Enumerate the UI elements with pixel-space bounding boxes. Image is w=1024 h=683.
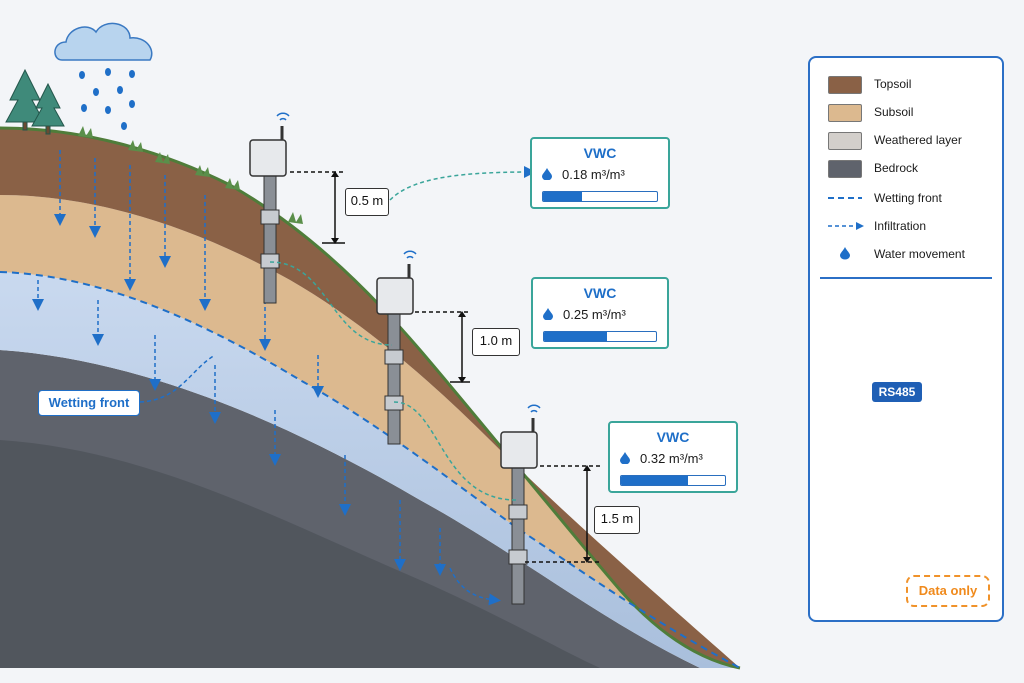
subsoil-layer	[0, 195, 740, 668]
rs485-label: RS485	[872, 382, 922, 402]
vwc-progress-fill	[543, 192, 582, 201]
infiltration-arrows	[32, 150, 501, 606]
shrubs-icon	[78, 126, 303, 224]
depth-label-2: 1.0 m	[472, 328, 520, 356]
legend-label: Water movement	[874, 247, 965, 261]
legend-label: Topsoil	[874, 77, 912, 91]
depth-markers	[290, 171, 600, 563]
bedrock-swatch	[828, 160, 862, 178]
vwc-title: VWC	[583, 145, 617, 161]
vwc-value: 0.32 m³/m³	[640, 451, 703, 466]
vwc-card-2: VWC 0.25 m³/m³	[531, 277, 669, 349]
legend-item-weathered: Weathered layer	[828, 130, 998, 150]
legend-label: Weathered layer	[874, 133, 962, 147]
trees-icon	[5, 68, 65, 135]
legend-item-subsoil: Subsoil	[828, 102, 998, 122]
sensor-probe-3	[500, 404, 541, 605]
legend-item-infiltration: Infiltration	[828, 216, 998, 236]
rain-cloud-icon	[54, 22, 153, 130]
sensor-probe-2	[376, 250, 417, 445]
vwc-title: VWC	[583, 285, 617, 301]
dashed-line-icon	[828, 197, 862, 199]
topsoil-swatch	[828, 76, 862, 94]
vwc-progress-fill	[544, 332, 607, 341]
legend-label: Subsoil	[874, 105, 914, 119]
water-drop-icon	[542, 168, 552, 180]
vwc-value: 0.25 m³/m³	[563, 307, 626, 322]
legend-label: Wetting front	[874, 191, 942, 205]
dashed-arrow-icon	[828, 222, 864, 230]
vwc-progress-bar	[620, 475, 726, 486]
data-only-label: Data only	[906, 575, 990, 607]
bedrock-lower	[0, 440, 600, 668]
legend-item-water-movement: Water movement	[828, 244, 998, 264]
legend-item-wetting-front: Wetting front	[828, 188, 998, 208]
vwc-title: VWC	[656, 429, 690, 445]
water-drop-icon	[840, 247, 850, 260]
wetting-front-callout: Wetting front	[38, 390, 140, 416]
depth-label-3: 1.5 m	[594, 506, 640, 534]
infiltration-arrow	[449, 567, 501, 606]
legend-divider	[820, 277, 992, 279]
wetted-zone	[0, 272, 740, 668]
water-drop-icon	[543, 308, 553, 320]
vwc-progress-bar	[543, 331, 657, 342]
vwc-value: 0.18 m³/m³	[562, 167, 625, 182]
vwc-progress-fill	[621, 476, 688, 485]
legend-label: Infiltration	[874, 219, 927, 233]
vwc-progress-bar	[542, 191, 658, 202]
water-drop-icon	[620, 452, 630, 464]
legend-label: Bedrock	[874, 161, 919, 175]
depth-label-1: 0.5 m	[345, 188, 389, 216]
legend-item-bedrock: Bedrock	[828, 158, 998, 178]
vwc-card-3: VWC 0.32 m³/m³	[608, 421, 738, 493]
weathered-swatch	[828, 132, 862, 150]
vwc-card-1: VWC 0.18 m³/m³	[530, 137, 670, 209]
topsoil-layer	[0, 128, 740, 668]
legend-panel: Topsoil Subsoil Weathered layer Bedrock …	[808, 56, 1004, 622]
subsoil-swatch	[828, 104, 862, 122]
wetting-front-line	[0, 271, 741, 669]
sensor-probe-1	[249, 112, 290, 304]
legend-item-topsoil: Topsoil	[828, 74, 998, 94]
